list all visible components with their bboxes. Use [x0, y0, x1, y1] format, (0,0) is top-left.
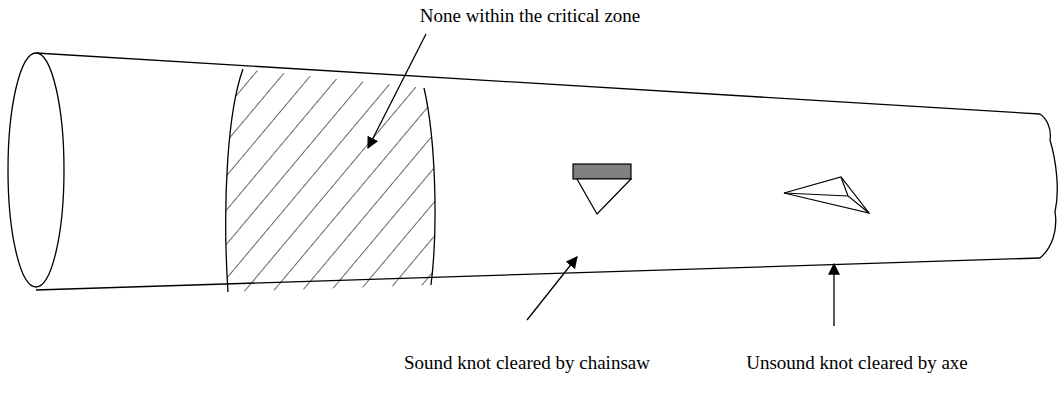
log-edge: [36, 53, 1040, 114]
zone-edge: [424, 88, 435, 285]
zone-note: None within the critical zone: [420, 5, 641, 27]
unsound-knot: [784, 177, 869, 213]
log-end: [8, 53, 64, 287]
log-end-rough: [1040, 114, 1057, 258]
critical-zone-hatch: [226, 69, 435, 292]
knot-note: Unsound knot cleared by axe: [746, 352, 968, 374]
log-body: [8, 53, 1057, 292]
zone-edge: [226, 69, 243, 292]
sound-knot: [573, 164, 631, 214]
knot-note: Sound knot cleared by chainsaw: [404, 352, 650, 374]
log-edge: [36, 258, 1040, 290]
leader-arrows: [368, 34, 834, 326]
